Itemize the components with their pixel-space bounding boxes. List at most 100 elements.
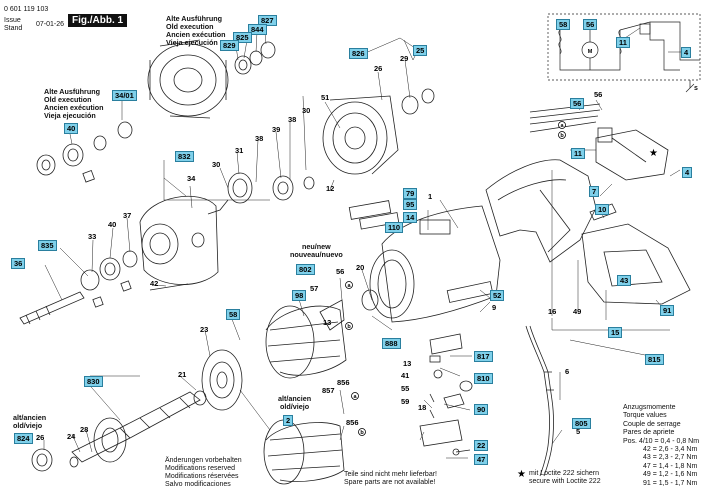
loctite-stars: ★ ★	[517, 148, 658, 480]
part-label: 42	[150, 279, 159, 288]
part-label: 38	[288, 115, 297, 124]
spindle	[19, 250, 189, 325]
part-label: 30	[212, 160, 221, 169]
motor-housing	[361, 205, 501, 323]
part-label: 815	[645, 354, 664, 365]
part-label: 56	[583, 19, 598, 30]
part-label: 33	[88, 232, 97, 241]
wire-letters: a b a b a b M S	[347, 49, 698, 436]
part-label: 40	[108, 220, 117, 229]
nameplates	[348, 200, 494, 303]
part-label: 830	[84, 376, 103, 387]
part-label: 2	[283, 415, 294, 426]
part-label: 39	[272, 125, 281, 134]
part-label: 14	[403, 212, 418, 223]
part-label: 826	[349, 48, 368, 59]
part-label: 5	[576, 427, 581, 436]
wiring-schematic	[547, 13, 701, 93]
part-label: 56	[594, 90, 603, 99]
old-execution-left: Alte Ausführung Old execution Ancien exé…	[44, 87, 104, 120]
part-label: 18	[418, 403, 427, 412]
part-label: 888	[382, 338, 401, 349]
part-label: 34	[187, 174, 196, 183]
old-field-winding	[263, 419, 345, 485]
part-label: 51	[321, 93, 330, 102]
part-label: 110	[385, 222, 404, 233]
part-label: 26	[374, 64, 383, 73]
part-label: 43	[617, 275, 632, 286]
wire-markers	[345, 121, 566, 436]
part-label: 58	[556, 19, 571, 30]
part-label: 24	[67, 432, 76, 441]
part-label: 25	[413, 45, 428, 56]
new-note: neu/new nouveau/nuevo	[290, 242, 343, 259]
old-gear-housing	[147, 39, 229, 119]
handle-cover	[581, 223, 691, 305]
handle	[485, 159, 597, 263]
part-label: 835	[38, 240, 57, 251]
part-label: 21	[178, 370, 187, 379]
part-label: 13	[323, 318, 332, 327]
part-label: 34/01	[112, 90, 137, 101]
part-label: 856	[346, 418, 359, 427]
part-label: 40	[64, 123, 79, 134]
old-note-center: alt/ancien old/viejo	[278, 394, 312, 411]
part-label: 29	[400, 54, 409, 63]
part-label: 41	[401, 371, 410, 380]
power-cable	[525, 325, 554, 477]
issue-date: 07-01-26	[36, 21, 65, 28]
part-label: 47	[474, 454, 489, 465]
part-label: 16	[548, 307, 557, 316]
part-label: 55	[401, 384, 410, 393]
old-note-left: alt/ancien old/viejo	[13, 413, 47, 430]
part-label: 10	[595, 204, 610, 215]
part-label: 57	[310, 284, 319, 293]
star-icon: ★	[517, 469, 526, 480]
leader-lines	[43, 21, 682, 459]
part-label: 805	[572, 418, 591, 429]
part-label: 23	[200, 325, 209, 334]
part-label: 829	[220, 40, 239, 51]
part-label: 7	[589, 186, 600, 197]
part-label: 98	[292, 290, 307, 301]
part-label: 4	[681, 47, 692, 58]
issue-label: Issue	[4, 17, 21, 24]
armature	[69, 390, 207, 468]
part-label: 20	[356, 263, 365, 272]
figure-label: Fig./Abb. 1	[68, 14, 128, 27]
part-label: 91	[660, 305, 675, 316]
part-label: 56	[336, 267, 345, 276]
modifications-note: Änderungen vorbehalten Modifications res…	[165, 457, 242, 488]
field-winding	[265, 299, 347, 379]
wire-letter-a3: a	[353, 394, 357, 400]
motor-symbol-letter: M	[588, 49, 593, 55]
part-label: 6	[565, 367, 570, 376]
part-label: 1	[428, 192, 433, 201]
part-label: 52	[490, 290, 505, 301]
old-armature-bearing	[31, 448, 53, 472]
bearing-flange	[322, 88, 435, 175]
part-label: 810	[474, 373, 493, 384]
doc-number: 0 601 119 103	[4, 6, 49, 13]
part-label: 26	[36, 433, 45, 442]
torque-table: Anzugsmomente Torque values Couple de se…	[623, 404, 700, 487]
gears	[207, 172, 315, 215]
part-label: 844	[248, 24, 267, 35]
wire-letter-b2: b	[347, 324, 351, 330]
part-label: 37	[123, 211, 132, 220]
wire-letter-b3: b	[360, 430, 364, 436]
switch	[529, 103, 669, 181]
part-label: 817	[474, 351, 493, 362]
old-execution-top: Alte Ausführung Old execution Ancien exé…	[166, 14, 226, 47]
part-label: 56	[570, 98, 585, 109]
switch-symbol-letter: S	[694, 86, 698, 92]
part-label: 802	[296, 264, 315, 275]
part-label: 857	[322, 386, 335, 395]
part-label: 4	[682, 167, 693, 178]
part-label: 832	[175, 151, 194, 162]
part-label: 38	[255, 134, 264, 143]
wire-letter-a2: a	[347, 283, 351, 289]
part-label: 58	[226, 309, 241, 320]
part-label: 15	[608, 327, 623, 338]
part-label: 13	[403, 359, 412, 368]
